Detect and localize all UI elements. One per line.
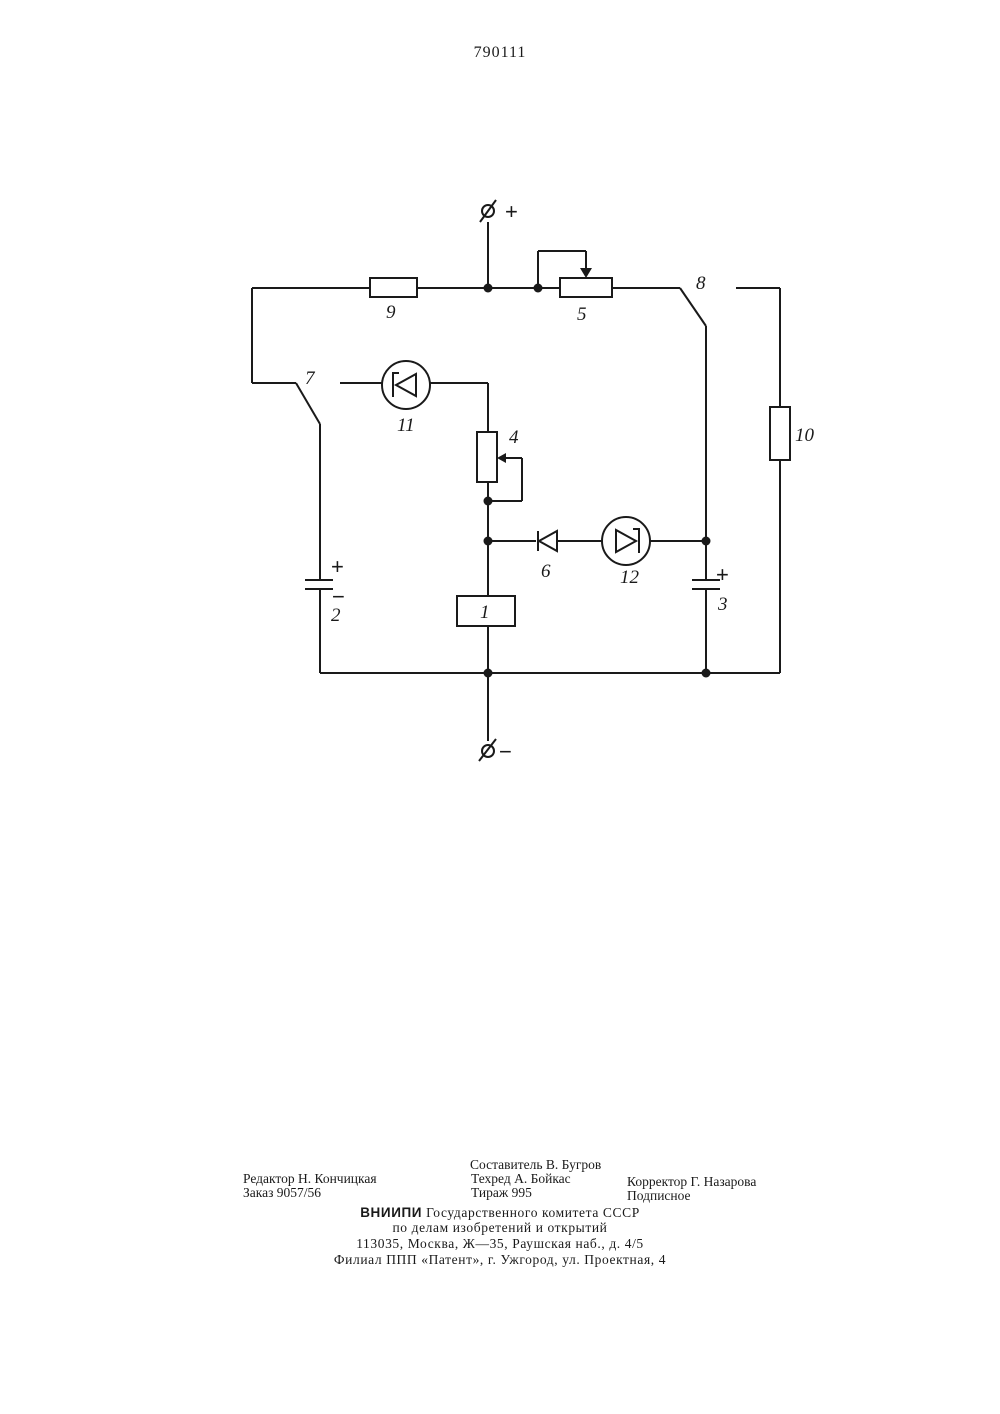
minus-terminal-sign: − <box>499 739 512 764</box>
label-7: 7 <box>305 368 316 389</box>
label-2: 2 <box>331 605 341 626</box>
colophon-compiler: Составитель В. Бугров <box>470 1158 601 1172</box>
colophon-corrector: Корректор Г. Назарова <box>627 1175 756 1189</box>
rheostat-5-arrow <box>580 268 592 278</box>
plus-terminal-sign: + <box>505 199 518 224</box>
colophon-order: Заказ 9057/56 <box>243 1186 321 1200</box>
junction-dot <box>484 284 493 293</box>
label-10: 10 <box>795 425 815 446</box>
led-12 <box>602 517 650 565</box>
junction-dot <box>702 669 711 678</box>
resistor-10 <box>770 407 790 460</box>
junction-dot <box>484 669 493 678</box>
colophon-subscription: Подписное <box>627 1189 691 1203</box>
label-4: 4 <box>509 427 519 448</box>
resistor-4 <box>477 432 497 482</box>
resistor-5 <box>560 278 612 297</box>
label-9: 9 <box>386 302 396 323</box>
junction-dot <box>534 284 543 293</box>
label-6: 6 <box>541 561 551 582</box>
colophon-circulation: Тираж 995 <box>471 1186 532 1200</box>
junction-dot <box>484 497 493 506</box>
colophon-org-line: ВНИИПИ Государственного комитета СССР <box>0 1206 1000 1220</box>
colophon-techred: Техред А. Бойкас <box>471 1172 571 1186</box>
led-11 <box>382 361 430 409</box>
label-5: 5 <box>577 304 587 325</box>
label-1: 1 <box>480 602 490 623</box>
junction-dot <box>702 537 711 546</box>
label-3: 3 <box>717 594 728 615</box>
colophon-branch: Филиал ППП «Патент», г. Ужгород, ул. Про… <box>0 1253 1000 1267</box>
diode-6-triangle <box>539 531 557 551</box>
capacitor-3-plus: + <box>716 562 729 587</box>
switch-7-blade <box>296 383 320 424</box>
colophon-editor: Редактор Н. Кончицкая <box>243 1172 377 1186</box>
colophon-org-rest: Государственного комитета СССР <box>426 1205 640 1220</box>
rheostat-4-arrow <box>497 453 506 463</box>
circuit-schematic: + + + − <box>0 0 1000 800</box>
junction-dot <box>484 537 493 546</box>
colophon-org-line2: по делам изобретений и открытий <box>0 1221 1000 1235</box>
label-11: 11 <box>397 415 415 436</box>
colophon-org-name: ВНИИПИ <box>360 1205 422 1220</box>
label-12: 12 <box>620 567 640 588</box>
resistor-9 <box>370 278 417 297</box>
colophon-address: 113035, Москва, Ж—35, Раушская наб., д. … <box>0 1237 1000 1251</box>
label-8: 8 <box>696 273 706 294</box>
capacitor-2-plus: + <box>331 554 344 579</box>
